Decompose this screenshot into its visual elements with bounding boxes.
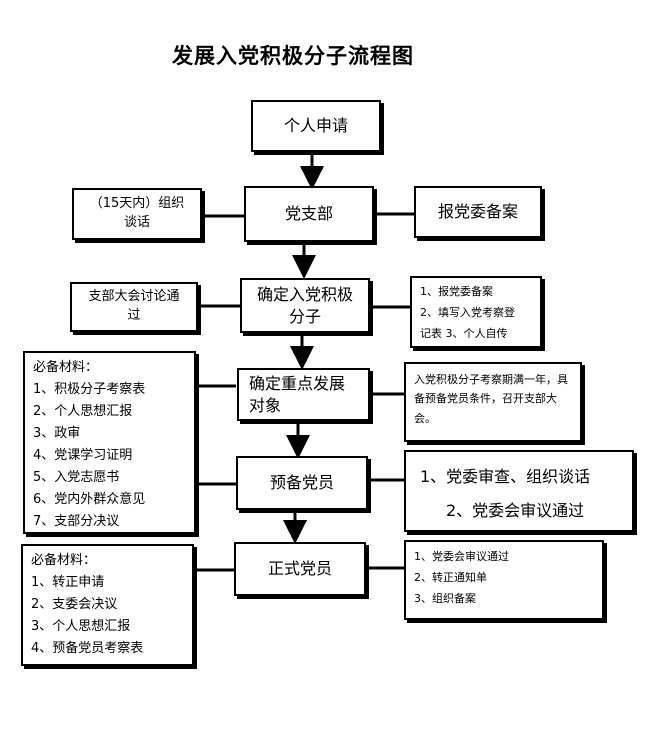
materials-heading: 必备材料：: [31, 553, 97, 568]
note-organization-talk: （15天内）组织谈话: [72, 188, 202, 240]
required-materials-formal: 必备材料： 1、转正申请 2、支委会决议 3、个人思想汇报 4、预备党员考察表: [21, 544, 194, 666]
probation-line: 2、党委会审议通过: [446, 501, 585, 520]
materials-item: 4、党课学习证明: [33, 448, 133, 463]
step-party-branch: 党支部: [244, 186, 374, 242]
step-key-development-target: 确定重点发展对象: [237, 368, 370, 421]
materials-item: 7、支部分决议: [33, 514, 120, 529]
formal-line: 1、党委会审议通过: [414, 550, 509, 563]
note-activist-steps: 1、报党委备案 2、填写入党考察登 记表 3、个人自传: [410, 276, 542, 348]
note-branch-meeting: 支部大会讨论通过: [70, 282, 198, 332]
step-determine-activist: 确定入党积极分子: [240, 278, 370, 333]
note-probation-review: 1、党委审查、组织谈话 2、党委会审议通过: [404, 450, 634, 532]
steps-line: 1、报党委备案: [420, 285, 493, 298]
materials-item: 5、入党志愿书: [33, 470, 120, 485]
steps-line: 2、填写入党考察登: [420, 306, 515, 319]
note-party-committee-filing: 报党委备案: [414, 186, 542, 238]
materials-item: 6、党内外群众意见: [33, 492, 146, 507]
step-probationary-member: 预备党员: [236, 456, 368, 510]
formal-line: 3、组织备案: [414, 592, 476, 605]
materials-item: 1、转正申请: [31, 575, 105, 590]
note-key-target-conditions: 入党积极分子考察期满一年，具备预备党员条件，召开支部大会。: [404, 362, 582, 442]
step-personal-application: 个人申请: [251, 100, 381, 152]
materials-item: 4、预备党员考察表: [31, 641, 144, 656]
materials-item: 1、积极分子考察表: [33, 382, 146, 397]
required-materials-activist: 必备材料： 1、积极分子考察表 2、个人思想汇报 3、政审 4、党课学习证明 5…: [23, 351, 196, 534]
diagram-title: 发展入党积极分子流程图: [172, 44, 414, 68]
probation-line: 1、党委审查、组织谈话: [420, 467, 591, 486]
note-formal-steps: 1、党委会审议通过 2、转正通知单 3、组织备案: [404, 540, 604, 620]
materials-item: 2、个人思想汇报: [33, 404, 133, 419]
formal-line: 2、转正通知单: [414, 571, 487, 584]
materials-item: 3、个人思想汇报: [31, 619, 131, 634]
materials-heading: 必备材料：: [33, 360, 99, 375]
materials-item: 3、政审: [33, 426, 81, 441]
step-full-member: 正式党员: [234, 542, 366, 596]
steps-line: 记表 3、个人自传: [420, 327, 508, 340]
materials-item: 2、支委会决议: [31, 597, 118, 612]
